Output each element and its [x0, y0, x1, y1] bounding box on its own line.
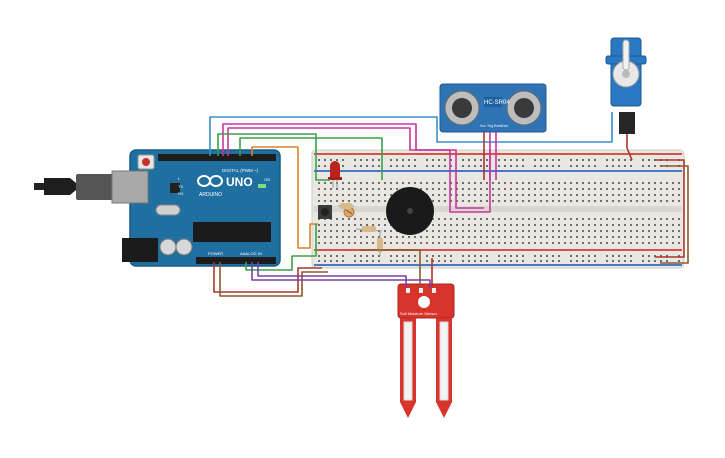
resistor-1[interactable] [338, 203, 354, 209]
digital-header [158, 154, 276, 161]
piezo-buzzer[interactable] [386, 187, 434, 235]
sensor-label: Soil Moisture Sensor [400, 311, 438, 316]
ultrasonic-pin-gnd: Gnd [501, 124, 508, 128]
wire-green-2[interactable] [239, 137, 383, 180]
capacitor-2 [175, 238, 193, 256]
wire-red-servo[interactable] [626, 134, 633, 161]
digital-label: DIGITAL (PWM ~) [222, 168, 259, 173]
power-analog-header [196, 257, 276, 264]
usb-chip [170, 183, 180, 193]
wire-brown-sensor[interactable] [360, 249, 421, 288]
sensor-logo-icon [418, 296, 430, 308]
wire-magenta-2[interactable] [227, 127, 484, 209]
led-red[interactable] [328, 161, 342, 188]
servo-motor[interactable] [605, 37, 647, 134]
power-label: POWER [208, 251, 223, 256]
power-jack [122, 238, 158, 262]
arduino-uno-board[interactable]: UNO ARDUINO DIGITAL (PWM ~) POWER ANALOG… [34, 149, 281, 267]
wire-green-1[interactable] [217, 133, 330, 181]
arduino-logo-text: UNO [226, 175, 253, 189]
servo-connector [619, 112, 635, 134]
wire-blue-servo[interactable] [209, 112, 613, 156]
breadboard-holes [318, 159, 680, 262]
crystal [155, 204, 181, 216]
wire-red-rail-right[interactable] [655, 159, 685, 258]
usb-cable-body [76, 174, 118, 200]
soil-moisture-sensor[interactable]: Soil Moisture Sensor [397, 283, 455, 418]
ultrasonic-pin-trig: Trig [487, 124, 493, 128]
usb-port [111, 170, 149, 204]
led-rx-label: RX [178, 191, 184, 196]
wire-purple-2[interactable] [251, 262, 431, 288]
usb-cable-plug [44, 178, 76, 195]
pushbutton[interactable] [318, 205, 332, 219]
wire-brown-bottom[interactable] [219, 262, 328, 297]
reset-button[interactable] [142, 158, 150, 166]
usb-cable-tip [34, 183, 44, 190]
analog-label: ANALOG IN [240, 251, 262, 256]
resistor-3[interactable] [377, 232, 383, 256]
on-label: ON [264, 177, 270, 182]
ultrasonic-pin-vcc: Vcc [480, 124, 486, 128]
wire-purple[interactable] [257, 262, 407, 288]
arduino-logo-icon [197, 175, 223, 187]
arduino-brand-text: ARDUINO [199, 192, 222, 198]
led-l-label: L [178, 176, 181, 181]
wire-brown-rail-right[interactable] [660, 165, 689, 264]
ultrasonic-pin-echo: Echo [494, 124, 502, 128]
led-tx-label: TX [178, 184, 183, 189]
breadboard [311, 149, 685, 269]
resistor-2[interactable] [355, 226, 383, 232]
ultrasonic-model-label: HC-SR04 [484, 100, 510, 106]
wires [209, 112, 689, 297]
wire-red-bottom[interactable] [213, 262, 322, 293]
on-led [258, 184, 266, 188]
atmega-chip [193, 222, 271, 242]
wire-orange[interactable] [251, 146, 318, 249]
capacitor-1 [159, 238, 177, 256]
wire-green-3[interactable] [245, 224, 317, 271]
ultrasonic-sensor[interactable]: HC-SR04 Vcc Trig Echo Gnd [439, 83, 547, 133]
